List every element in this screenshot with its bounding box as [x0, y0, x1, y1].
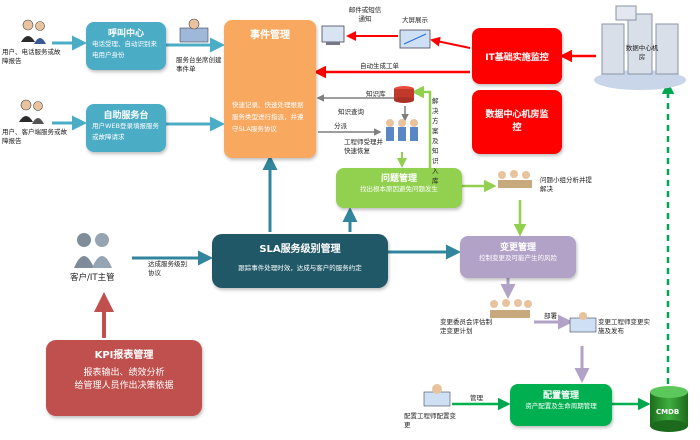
change-mgmt-title: 变更管理 [499, 243, 536, 253]
kpi-mgmt-body2: 给管理人员作出决策依据 [74, 381, 174, 391]
problem-mgmt-title: 问题管理 [380, 174, 417, 184]
sla-mgmt-body: 跟踪事件处理时效，达成与客户的服务约定 [238, 264, 362, 272]
bigscreen-label: 大屏展示 [402, 16, 428, 24]
sla-mgmt-title: SLA服务级别管理 [259, 244, 341, 255]
it-monitor-node[interactable]: IT基础实施监控 [472, 28, 562, 84]
it-monitor-title: IT基础实施监控 [485, 52, 549, 63]
dispatch-label: 分派 [334, 122, 347, 130]
dc-room-label: 数据中心机房 [625, 44, 659, 61]
service-desk-node[interactable]: 自助服务台 用户WEB登录填报服务或故障请求 [86, 104, 166, 152]
email-sms-icon [321, 25, 345, 45]
problem-mgmt-node[interactable]: 问题管理 找出根本原因避免问题发生 [336, 168, 462, 208]
service-desk-body: 用户WEB登录填报服务或故障请求 [92, 122, 159, 141]
auto-ticket-label: 自动生成工单 [360, 62, 399, 70]
arrow-problem-to-kb [411, 85, 432, 172]
config-engineer-icon [423, 384, 451, 407]
cmdb-cylinder-icon [650, 386, 688, 432]
kpi-mgmt-body1: 报表输出、绩效分析 [83, 368, 165, 378]
change-engineer-icon [569, 312, 597, 333]
bigscreen-icon [399, 29, 431, 49]
event-mgmt-title: 事件管理 [250, 30, 290, 41]
customer-icon [74, 233, 112, 268]
email-sms-label: 邮件或短信通知 [348, 6, 382, 23]
change-mgmt-body: 控制变更及可能产生的风险 [479, 254, 557, 262]
config-mgmt-body: 资产配置及生命周期管理 [525, 402, 597, 410]
user-phone-label: 用户、电话服务或故障报告 [2, 48, 61, 65]
engineer-accept-label: 工程师受理并快速恢复 [344, 138, 383, 155]
deploy-label: 部署 [544, 312, 557, 320]
user-client-label: 用户、客户端服务或故障报告 [2, 128, 67, 145]
kb-query-label: 知识查询 [338, 108, 364, 116]
dc-monitor-node[interactable]: 数据中心机房监控 [472, 90, 562, 154]
problem-mgmt-body: 找出根本原因避免问题发生 [360, 185, 438, 193]
kpi-mgmt-node[interactable]: KPI报表管理 报表输出、绩效分析 给管理人员作出决策依据 [46, 340, 202, 416]
solve-input-label: 解决方案及知识入库 [432, 97, 439, 185]
sla-agree-label: 达成服务级别协议 [148, 260, 187, 277]
user-phone-icon [21, 19, 46, 44]
desk-staff-icon [179, 18, 209, 43]
kb-icon [394, 86, 414, 103]
event-mgmt-body: 快速记录、快速处理根据服务类型进行指派，并遵守SLA服务协议 [232, 101, 304, 133]
config-mgmt-node[interactable]: 配置管理 资产配置及生命周期管理 [510, 384, 612, 426]
sla-mgmt-node[interactable]: SLA服务级别管理 跟踪事件处理时效，达成与客户的服务约定 [212, 234, 388, 288]
service-desk-title: 自助服务台 [103, 111, 149, 121]
change-mgmt-node[interactable]: 变更管理 控制变更及可能产生的风险 [460, 236, 576, 278]
call-center-body: 电话受理、自动识别来电用户身份 [92, 40, 157, 59]
desk-staff-label: 服务台坐席创建事件单 [176, 56, 222, 73]
kb-label: 知识库 [366, 90, 386, 98]
config-mgmt-title: 配置管理 [542, 391, 579, 401]
config-engineer-label: 配置工程师配置变更 [404, 412, 456, 429]
cmdb-label: CMDB [656, 408, 680, 416]
customer-label: 客户/IT主管 [70, 273, 115, 283]
call-center-node[interactable]: 呼叫中心 电话受理、自动识别来电用户身份 [86, 22, 166, 70]
event-mgmt-node[interactable]: 事件管理 快速记录、快速处理根据服务类型进行指派，并遵守SLA服务协议 [224, 20, 316, 158]
cab-label: 变更委员会评估制定变更计划 [440, 318, 492, 335]
kpi-mgmt-title: KPI报表管理 [94, 350, 154, 361]
engineer-group-icon [386, 119, 418, 141]
arrow-it-to-bigscreen [430, 36, 471, 49]
user-client-icon [19, 99, 44, 124]
change-engineer-label: 变更工程师变更实施及发布 [598, 318, 650, 335]
dc-room-icon [594, 5, 686, 90]
cab-icon [490, 299, 532, 318]
dc-monitor-title: 数据中心机房监控 [485, 110, 549, 133]
call-center-title: 呼叫中心 [107, 29, 144, 39]
manage-label: 管理 [470, 394, 483, 402]
group-analysis-label: 问题小组分析并提解决 [540, 176, 592, 193]
group-analysis-icon [498, 170, 532, 188]
